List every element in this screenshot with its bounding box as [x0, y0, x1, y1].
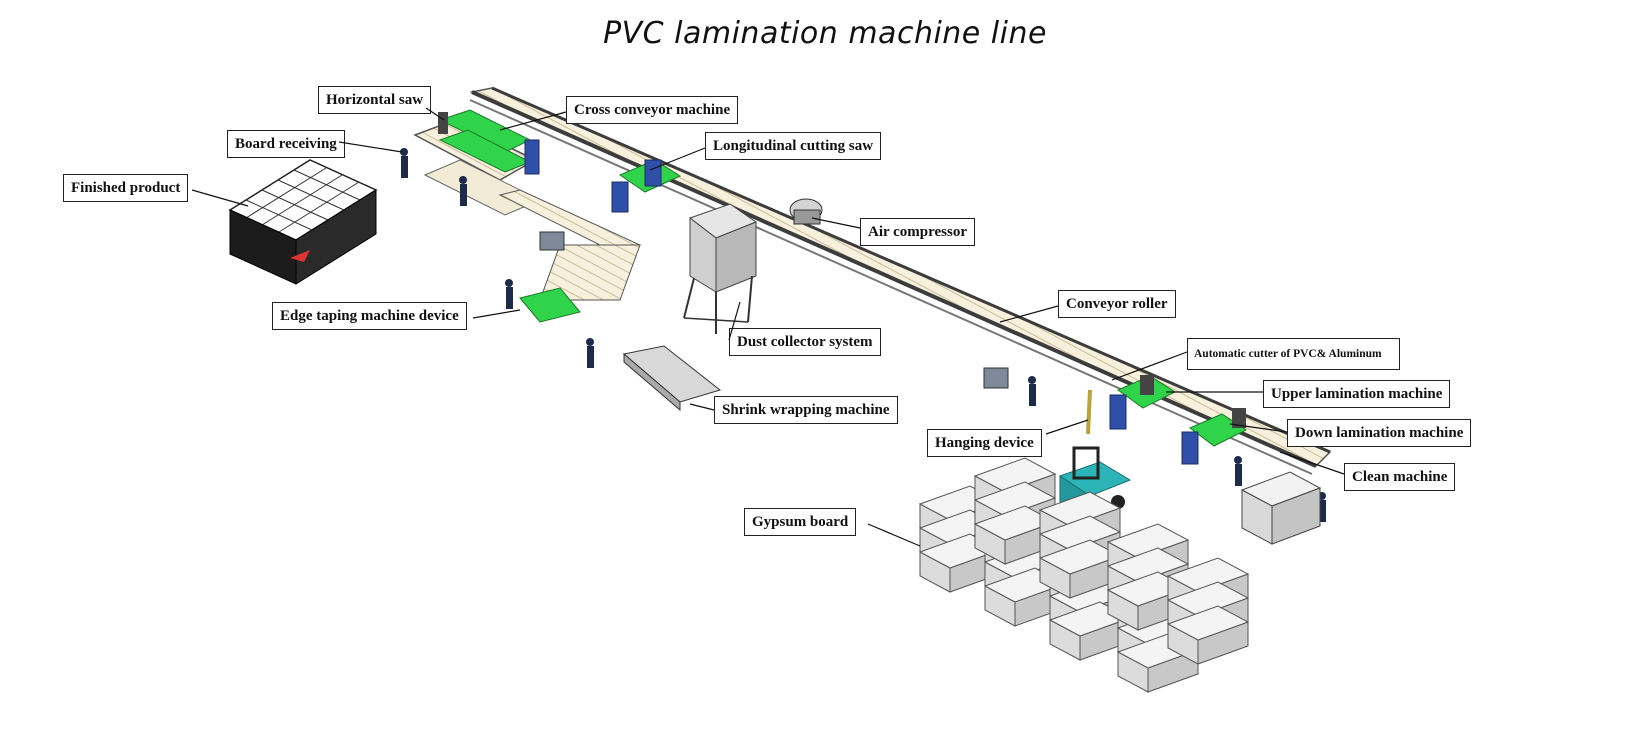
label-clean-machine: Clean machine — [1344, 463, 1456, 491]
hanging-device — [1086, 389, 1092, 435]
label-upper-lamination-machine: Upper lamination machine — [1263, 380, 1451, 408]
gypsum-board-block — [1166, 581, 1250, 617]
label-air-compressor: Air compressor — [860, 218, 976, 246]
label-hanging-device: Hanging device — [927, 429, 1042, 457]
label-edge-taping-machine-device: Edge taping machine device — [272, 302, 467, 330]
label-horizontal-saw: Horizontal saw — [318, 86, 432, 114]
gypsum-board-block — [1166, 557, 1250, 593]
gypsum-board-block — [973, 481, 1057, 517]
gypsum-board-block — [1106, 523, 1190, 559]
label-gypsum-board: Gypsum board — [744, 508, 857, 536]
gypsum-board-block — [973, 457, 1057, 493]
label-longitudinal-cutting-saw: Longitudinal cutting saw — [705, 132, 882, 160]
gypsum-board-stacks — [918, 457, 1250, 693]
gypsum-board-block — [1166, 605, 1250, 641]
workers — [400, 148, 1326, 522]
label-board-receiving: Board receiving — [227, 130, 345, 158]
label-automatic-cutter: Automatic cutter of PVC& Aluminum — [1187, 338, 1400, 370]
label-dust-collector-system: Dust collector system — [729, 328, 881, 356]
label-down-lamination-machine: Down lamination machine — [1287, 419, 1472, 447]
output-stack — [1240, 471, 1322, 545]
cross-conveyor-machine — [438, 109, 540, 175]
shrink-wrapping-machine — [622, 345, 722, 412]
finished-product-stack — [228, 159, 378, 285]
dust-collector — [683, 203, 758, 334]
label-finished-product: Finished product — [63, 174, 189, 202]
lamination-machines — [1109, 375, 1247, 465]
label-shrink-wrapping-machine: Shrink wrapping machine — [714, 396, 898, 424]
gypsum-board-block — [1038, 491, 1122, 527]
control-panel — [983, 367, 1009, 389]
label-cross-conveyor-machine: Cross conveyor machine — [566, 96, 739, 124]
gypsum-board-block — [1038, 515, 1122, 551]
gypsum-board-block — [1106, 547, 1190, 583]
edge-taping-line — [498, 189, 642, 323]
label-conveyor-roller: Conveyor roller — [1058, 290, 1176, 318]
diagram-title: PVC lamination machine line — [603, 16, 1047, 51]
air-compressor — [789, 198, 823, 225]
